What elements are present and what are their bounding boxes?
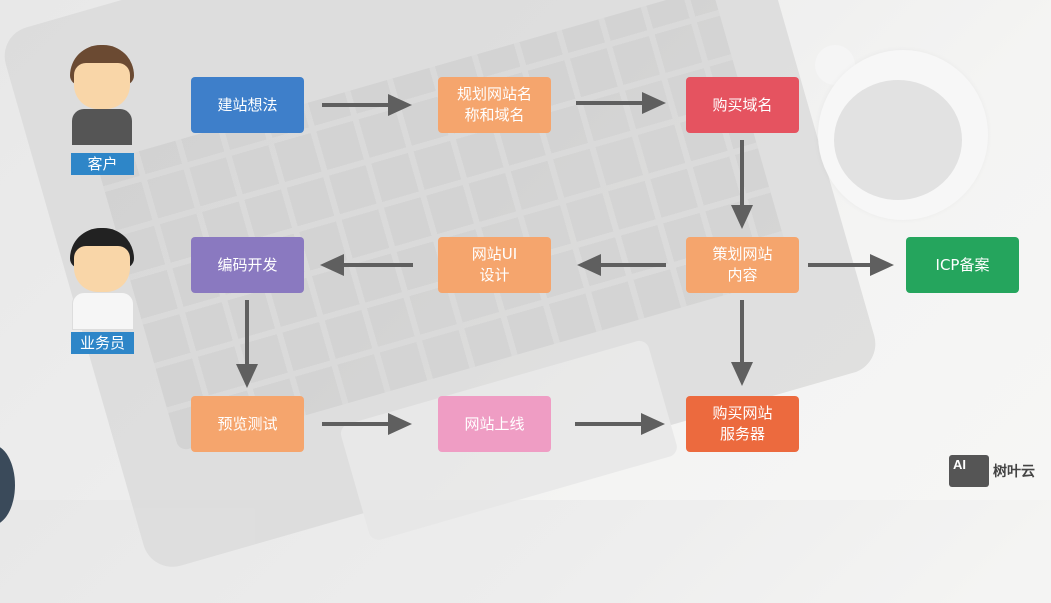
salesperson-avatar xyxy=(68,228,138,330)
face-icon xyxy=(74,246,130,292)
arrow-idea-to-plan xyxy=(322,103,392,107)
arrow-left-icon xyxy=(320,254,344,276)
role-label-customer: 客户 xyxy=(71,153,134,175)
background-coffee-cup xyxy=(818,50,988,220)
node-plan-name-domain: 规划网站名 称和域名 xyxy=(438,77,551,133)
arrow-right-icon xyxy=(870,254,894,276)
arrow-domain-to-content xyxy=(740,140,744,208)
shirt-tie-icon xyxy=(72,292,134,330)
node-launch: 网站上线 xyxy=(438,396,551,452)
node-buy-domain: 购买域名 xyxy=(686,77,799,133)
arrow-right-icon xyxy=(388,413,412,435)
arrow-content-to-server xyxy=(740,300,744,364)
arrow-down-icon xyxy=(236,364,258,388)
node-ui-design: 网站UI 设计 xyxy=(438,237,551,293)
watermark-text: 树叶云 xyxy=(993,464,1035,480)
node-icp: ICP备案 xyxy=(906,237,1019,293)
arrow-coding-to-test xyxy=(245,300,249,366)
arrow-launch-to-server xyxy=(575,422,645,426)
node-plan-content: 策划网站 内容 xyxy=(686,237,799,293)
arrow-ui-to-coding xyxy=(341,263,413,267)
watermark-logo: AI 树叶云 xyxy=(949,455,1035,487)
arrow-right-icon xyxy=(388,94,412,116)
node-preview-test: 预览测试 xyxy=(191,396,304,452)
node-buy-server: 购买网站 服务器 xyxy=(686,396,799,452)
background-keyboard xyxy=(96,0,795,452)
face-icon xyxy=(74,63,130,109)
arrow-test-to-launch xyxy=(322,422,392,426)
suit-icon xyxy=(72,109,132,145)
node-idea: 建站想法 xyxy=(191,77,304,133)
arrow-content-to-ui xyxy=(598,263,666,267)
arrow-left-icon xyxy=(577,254,601,276)
arrow-down-icon xyxy=(731,205,753,229)
arrow-right-icon xyxy=(641,413,665,435)
background-corner-shape xyxy=(0,445,15,525)
arrow-down-icon xyxy=(731,362,753,386)
arrow-plan-to-domain xyxy=(576,101,646,105)
ai-image-icon: AI xyxy=(949,455,989,487)
role-label-salesperson: 业务员 xyxy=(71,332,134,354)
customer-avatar xyxy=(68,45,138,147)
arrow-right-icon xyxy=(642,92,666,114)
arrow-content-to-icp xyxy=(808,263,874,267)
node-coding: 编码开发 xyxy=(191,237,304,293)
